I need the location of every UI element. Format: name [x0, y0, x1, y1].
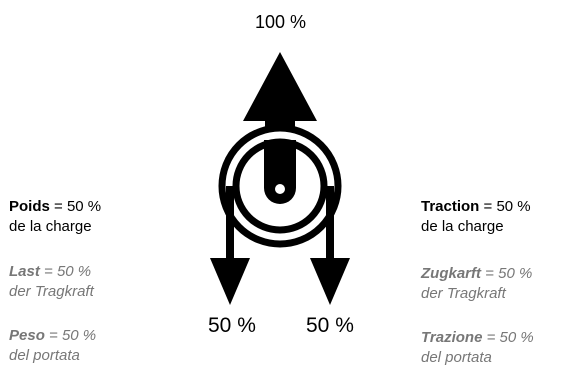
right-it-value: = 50 %: [486, 329, 534, 346]
right-de-line2: der Tragkraft: [421, 285, 506, 302]
left-it-value: = 50 %: [49, 327, 97, 344]
pulley-wheel-icon: [218, 124, 342, 248]
right-it-line1: Trazione = 50 %: [421, 328, 534, 347]
left-fr-line2: de la charge: [9, 218, 92, 235]
up-arrow-icon: [243, 52, 317, 190]
right-de-term: Zugkarft: [421, 265, 481, 282]
left-it-line1: Peso = 50 %: [9, 326, 96, 345]
left-fr-term: Poids: [9, 198, 50, 215]
down-arrow-right-icon: [310, 186, 350, 305]
left-fr-value: = 50 %: [54, 198, 102, 215]
right-de-line1: Zugkarft = 50 %: [421, 264, 532, 283]
right-fr-line1: Traction = 50 %: [421, 197, 531, 216]
down-arrow-left-icon: [210, 186, 250, 305]
left-de-line1: Last = 50 %: [9, 262, 91, 281]
right-it-term: Trazione: [421, 329, 483, 346]
left-de-line2: der Tragkraft: [9, 283, 94, 300]
bottom-right-percentage-label: 50 %: [306, 314, 354, 337]
bottom-left-percentage-label: 50 %: [208, 314, 256, 337]
right-fr-value: = 50 %: [483, 198, 531, 215]
right-de-value: = 50 %: [485, 265, 533, 282]
left-de-term: Last: [9, 263, 40, 280]
left-it-line2: del portata: [9, 347, 80, 364]
left-fr-line1: Poids = 50 %: [9, 197, 101, 216]
top-percentage-label: 100 %: [255, 12, 307, 32]
left-it-term: Peso: [9, 327, 45, 344]
right-fr-term: Traction: [421, 198, 480, 215]
left-de-value: = 50 %: [44, 263, 92, 280]
right-fr-line2: de la charge: [421, 218, 504, 235]
right-it-line2: del portata: [421, 349, 492, 366]
